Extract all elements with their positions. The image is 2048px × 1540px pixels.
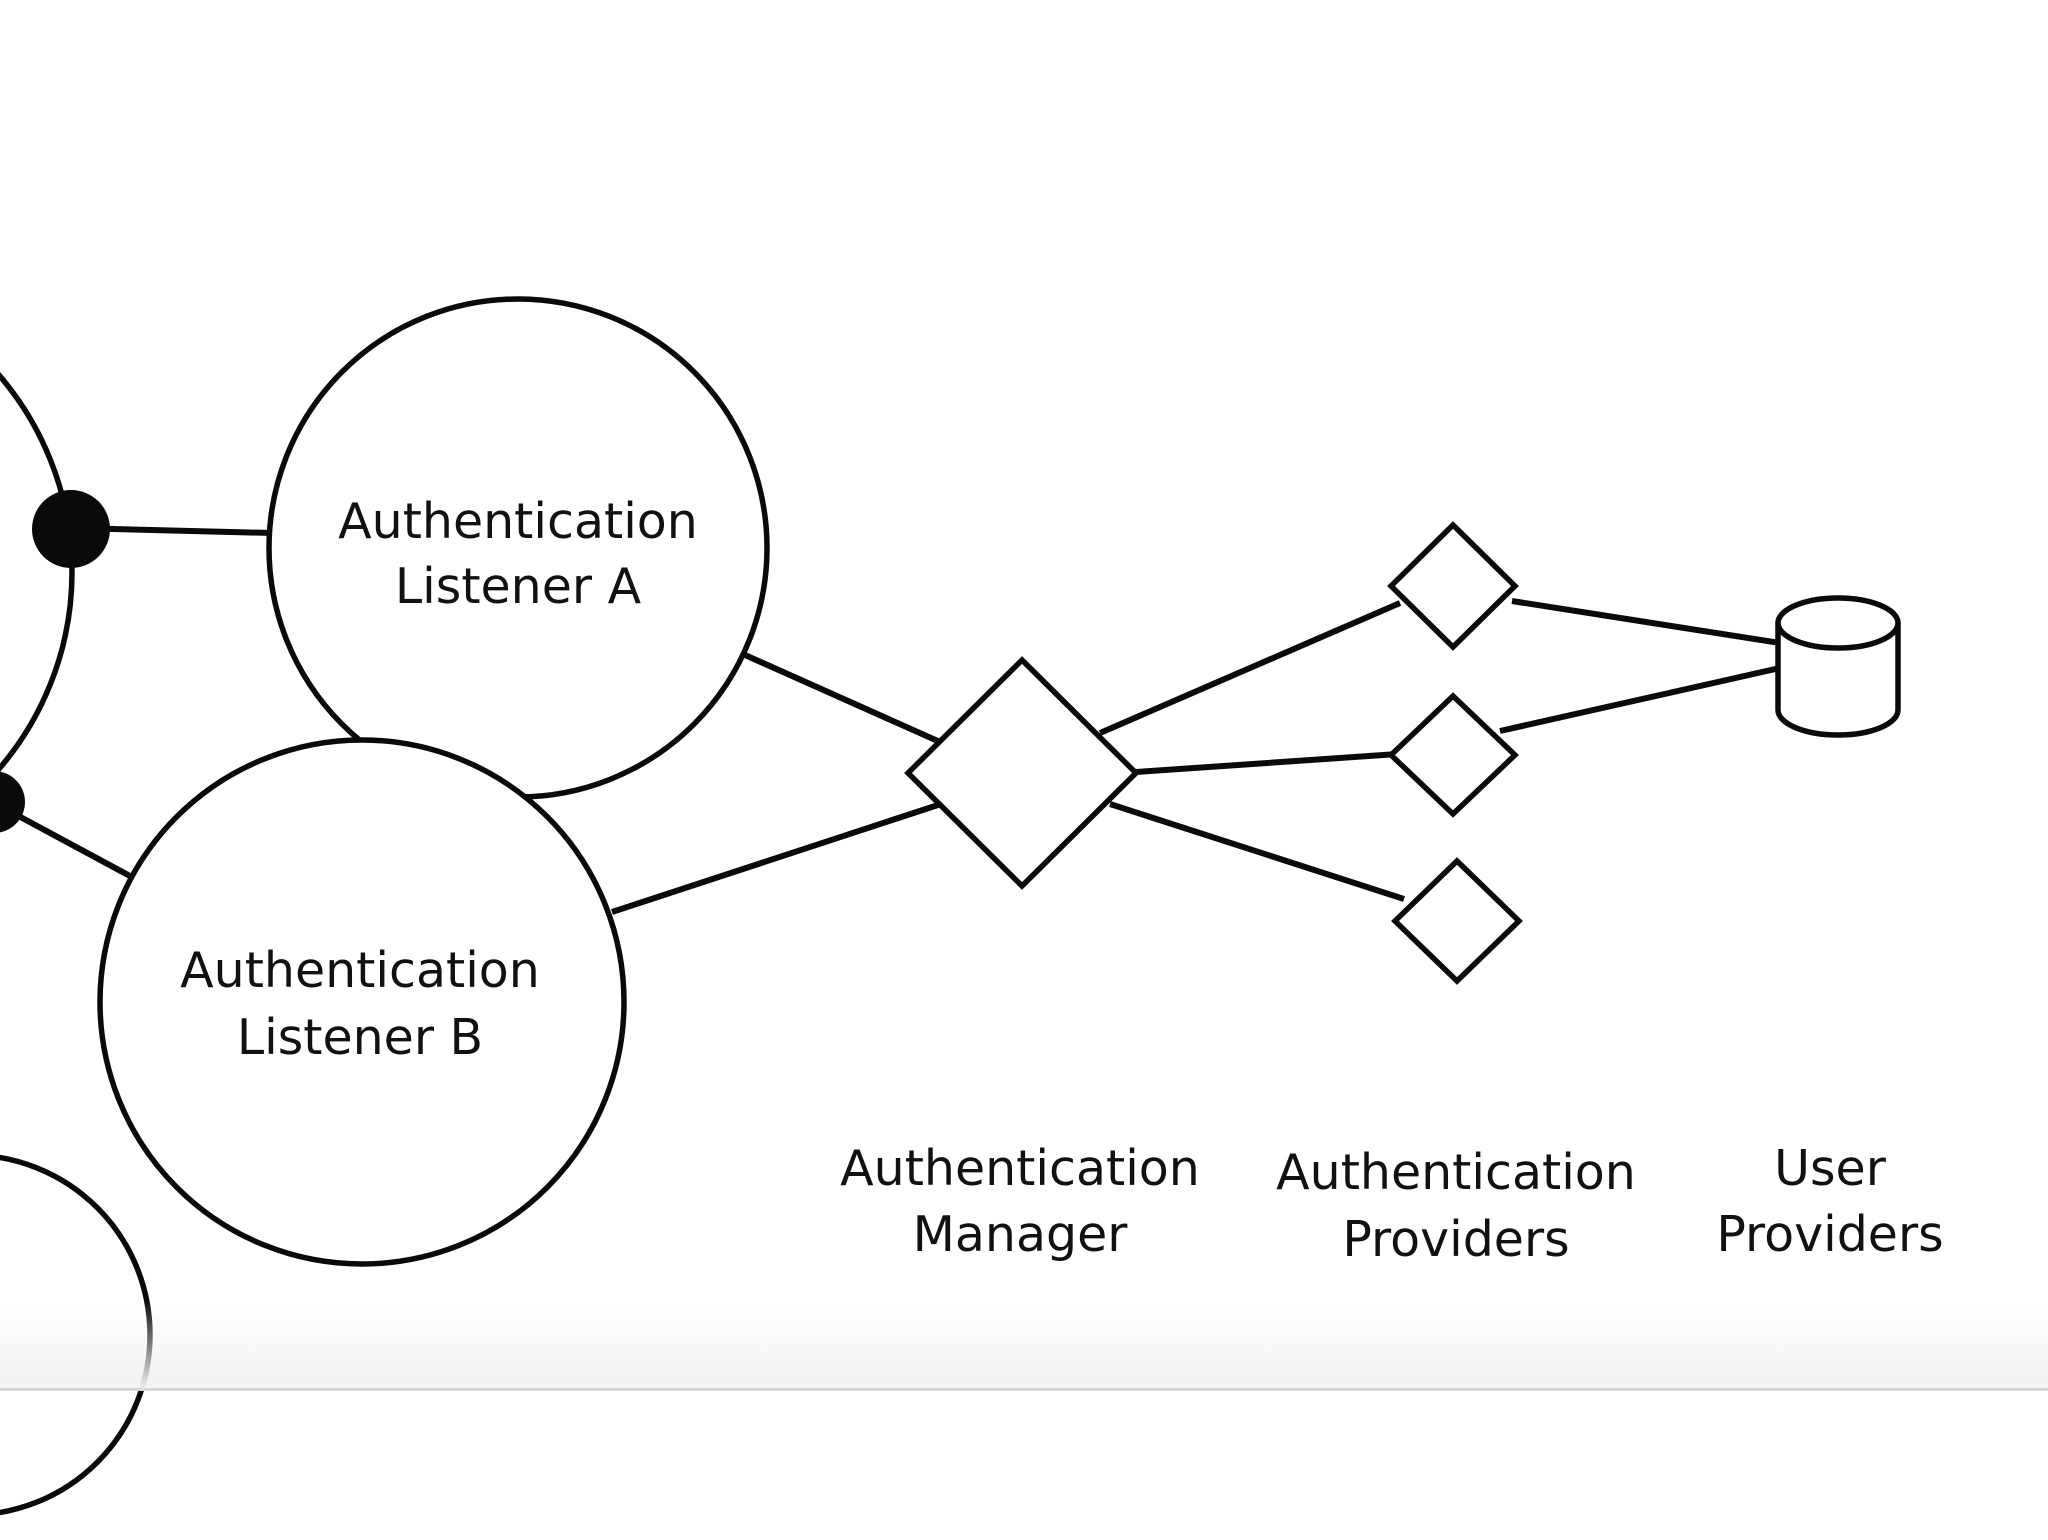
edge-manager-provider-3 [1109, 801, 1405, 902]
listener-b-label-line2: Listener B [237, 1009, 483, 1066]
connector-dot-b [0, 771, 25, 833]
edge-listener-a-manager [743, 652, 942, 745]
listener-a-label-line2: Listener A [395, 558, 642, 615]
listener-a-label-line1: Authentication [338, 493, 698, 550]
database-top [1775, 595, 1901, 651]
edge-manager-provider-2 [1135, 751, 1399, 775]
manager-label-line2: Manager [913, 1206, 1129, 1263]
database-body [1775, 623, 1901, 738]
user-providers-label-line2: Providers [1716, 1206, 1943, 1263]
bottom-fade [0, 1300, 2048, 1390]
edge-provider-1-user-provider [1511, 598, 1781, 646]
edge-provider-2-user-provider [1499, 665, 1781, 734]
authentication-provider-diamond-2[interactable] [1387, 692, 1519, 818]
listener-b-label-line1: Authentication [180, 942, 540, 999]
edge-listener-b-manager [611, 802, 939, 915]
user-providers-label-line1: User [1774, 1140, 1887, 1197]
authentication-provider-diamond-1[interactable] [1387, 521, 1519, 651]
providers-label-line1: Authentication [1276, 1144, 1636, 1201]
firewall-circle [0, 372, 75, 772]
authentication-manager-diamond[interactable] [904, 656, 1140, 890]
listener-b-circle[interactable] [97, 737, 627, 1267]
authentication-provider-diamond-3[interactable] [1391, 857, 1523, 985]
edge-firewall-listener-b [0, 803, 132, 879]
edge-manager-provider-1 [1098, 600, 1402, 736]
providers-label-line2: Providers [1342, 1211, 1569, 1268]
user-provider-database-icon[interactable] [1775, 595, 1901, 738]
bottom-divider [0, 1388, 2048, 1391]
connector-dot-a [32, 490, 110, 568]
manager-label-line1: Authentication [840, 1140, 1200, 1197]
